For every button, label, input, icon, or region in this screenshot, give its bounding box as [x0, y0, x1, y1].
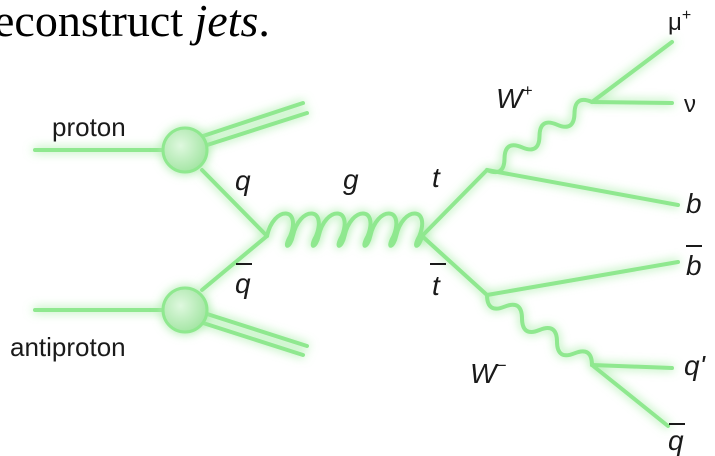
muon-label: μ+ — [668, 7, 691, 36]
w-plus-wavy — [485, 97, 594, 175]
header-prefix: econstruct — [0, 0, 195, 46]
antiproton-remnant-line-1 — [198, 320, 305, 357]
antiquark-label: q — [235, 268, 251, 299]
top-line — [420, 168, 489, 238]
neutrino-label: ν — [684, 91, 696, 118]
antitop-label-group: t — [430, 263, 446, 301]
antiproton-blob — [161, 286, 209, 334]
header-text: econstruct jets. — [0, 0, 270, 46]
proton-remnant-line-1 — [198, 101, 305, 139]
q-bar-line — [590, 363, 670, 428]
antitop-label: t — [432, 270, 441, 301]
antiquark-label-group: q — [235, 263, 252, 299]
antiproton-label: antiproton — [10, 332, 126, 362]
bottom-line — [485, 168, 680, 207]
q-bar-label: q — [668, 425, 684, 456]
bottom-label: b — [686, 188, 702, 219]
top-label: t — [432, 162, 441, 193]
proton-label: proton — [52, 112, 126, 142]
quark-label: q — [235, 165, 251, 196]
proton-remnant-line-2 — [202, 111, 309, 148]
antibottom-label-group: b — [686, 245, 702, 281]
antitop-line — [420, 234, 489, 297]
antibottom-line — [485, 260, 680, 297]
antibottom-label: b — [686, 250, 702, 281]
gluon-label: g — [343, 164, 359, 195]
q-prime-line — [590, 363, 674, 370]
quark-line — [200, 168, 269, 238]
w-minus-label: W− — [470, 356, 506, 389]
header-suffix: . — [258, 0, 270, 46]
antiproton-remnant-line-2 — [202, 311, 309, 348]
diagram-lines — [33, 40, 680, 428]
q-bar-label-group: q — [668, 423, 685, 456]
w-minus-wavy — [485, 293, 594, 367]
header-emphasis: jets — [190, 0, 259, 46]
antiquark-line — [200, 234, 269, 292]
q-prime-label: q' — [684, 350, 707, 381]
neutrino-line — [590, 100, 674, 105]
w-plus-label: W+ — [496, 81, 532, 114]
muon-line — [590, 40, 674, 104]
proton-blob — [161, 126, 209, 174]
gluon-coil — [265, 211, 425, 248]
